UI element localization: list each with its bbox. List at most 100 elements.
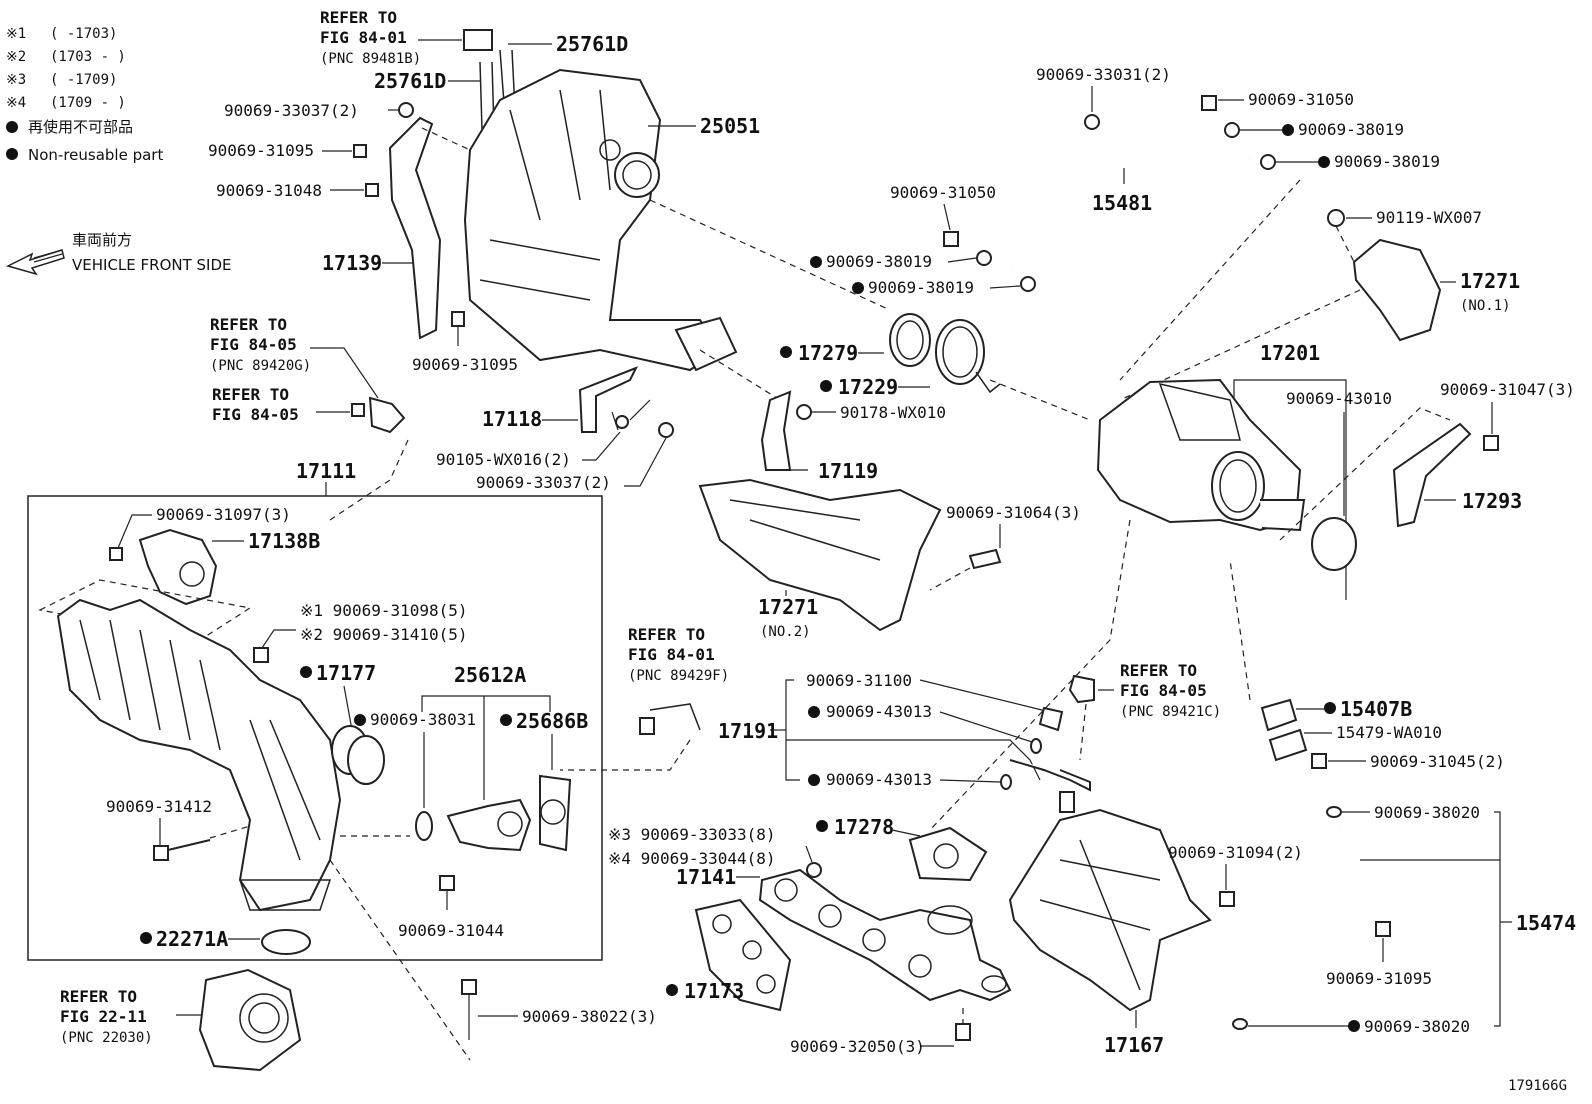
bolt-icon	[955, 1023, 971, 1041]
heat-insulator-17271-no1	[1352, 238, 1442, 342]
bracket-17119	[760, 390, 792, 471]
label-90069-38019-a: 90069-38019	[1298, 120, 1404, 139]
label-90069-31064: 90069-31064(3)	[946, 503, 1081, 522]
gasket-22271A	[261, 929, 311, 955]
ref-rr-line1: REFER TO	[1120, 661, 1197, 680]
non-reusable-dot-icon	[500, 714, 512, 726]
label-25761D-a: 25761D	[556, 32, 628, 56]
bolt-icon	[1311, 753, 1327, 769]
nut-icon	[976, 250, 992, 266]
legend-non-reusable-jp: 再使用不可部品	[28, 118, 133, 136]
label-22271A: 22271A	[156, 927, 228, 951]
label-17191: 17191	[718, 719, 778, 743]
non-reusable-dot-icon	[1348, 1020, 1360, 1032]
label-25612A: 25612A	[454, 663, 526, 687]
label-90069-31095-c: 90069-31095	[1326, 969, 1432, 988]
bolt-icon	[365, 183, 379, 197]
bolt-icon	[109, 547, 123, 561]
label-25051: 25051	[700, 114, 760, 138]
bracket-17118	[578, 366, 639, 433]
legend-variant-1-range: ( -1703)	[50, 26, 117, 42]
bolt-icon	[253, 647, 269, 663]
bolt-icon	[1375, 921, 1391, 937]
label-25686B: 25686B	[516, 709, 588, 733]
label-90069-33033: ※3 90069-33033(8)	[608, 825, 776, 844]
label-90069-31047: 90069-31047(3)	[1440, 380, 1575, 399]
label-90069-43013-a: 90069-43013	[826, 702, 932, 721]
legend-variant-2-mark: ※2	[6, 49, 26, 65]
bolt-icon	[153, 839, 211, 861]
label-90069-43013-b: 90069-43013	[826, 770, 932, 789]
group-box-17111	[27, 495, 603, 961]
non-reusable-dot-icon	[666, 984, 678, 996]
label-15407B: 15407B	[1340, 697, 1412, 721]
label-17201: 17201	[1260, 341, 1320, 365]
nut-icon	[806, 862, 822, 878]
bolt-icon	[1483, 435, 1499, 451]
non-reusable-dot-icon	[808, 774, 820, 786]
legend-variant-4-range: (1709 - )	[50, 95, 126, 111]
bolt-icon	[351, 403, 365, 417]
heat-insulator-17167	[1008, 808, 1212, 1012]
label-90069-33037-2: 90069-33037(2)	[224, 101, 359, 120]
label-90178-WX010: 90178-WX010	[840, 403, 946, 422]
ref-mid2-line1: REFER TO	[212, 385, 289, 404]
label-90069-31050-a: 90069-31050	[1248, 90, 1354, 109]
label-90069-33044: ※4 90069-33044(8)	[608, 849, 776, 868]
bolt-icon	[353, 144, 367, 158]
label-17167: 17167	[1104, 1033, 1164, 1057]
label-25761D-b: 25761D	[374, 69, 446, 93]
clamp-17229	[935, 319, 985, 385]
label-17279: 17279	[798, 341, 858, 365]
nut-icon	[658, 422, 674, 438]
direction-jp: 車両前方	[72, 231, 132, 249]
label-90069-31095-a: 90069-31095	[208, 141, 314, 160]
gasket-25686B	[539, 774, 572, 852]
sensor-89429F-icon	[649, 703, 701, 731]
bolt-icon	[796, 404, 812, 420]
label-90105-WX016: 90105-WX016(2)	[436, 450, 571, 469]
gasket-15407B	[1260, 698, 1298, 732]
exhaust-manifold-17141	[758, 868, 1012, 1002]
gasket-17278	[908, 826, 988, 882]
o-ring-43010	[1311, 517, 1357, 571]
non-reusable-dot-icon	[6, 121, 18, 133]
fitting-icon	[1038, 706, 1064, 732]
label-90069-31050-b: 90069-31050	[890, 183, 996, 202]
nut-icon	[1224, 122, 1240, 138]
direction-en: VEHICLE FRONT SIDE	[72, 256, 232, 274]
label-17293: 17293	[1462, 489, 1522, 513]
non-reusable-dot-icon	[1318, 156, 1330, 168]
ref-top-line1: REFER TO	[320, 8, 397, 27]
vacuum-hose-icon	[479, 49, 517, 131]
nut-icon	[1260, 154, 1276, 170]
label-15479-WA010: 15479-WA010	[1336, 723, 1442, 742]
label-90069-38020-b: 90069-38020	[1364, 1017, 1470, 1036]
ref-bot-line1: REFER TO	[60, 987, 137, 1006]
label-90069-38020-a: 90069-38020	[1374, 803, 1480, 822]
bolt-icon	[615, 415, 629, 429]
label-15474: 15474	[1516, 911, 1576, 935]
non-reusable-dot-icon	[300, 666, 312, 678]
catalytic-converter-25051	[463, 68, 722, 372]
label-17229: 17229	[838, 375, 898, 399]
label-90069-38031: 90069-38031	[370, 710, 476, 729]
bolt-icon	[451, 311, 465, 327]
bracket-17293	[1392, 422, 1472, 528]
non-reusable-dot-icon	[808, 706, 820, 718]
non-reusable-dot-icon	[140, 932, 152, 944]
gasket-icon	[1030, 738, 1042, 754]
flange-15479	[1268, 728, 1308, 762]
ref-r-line2: FIG 84-01	[628, 645, 715, 664]
egr-pipe-17191	[1009, 759, 1091, 792]
label-90069-32050: 90069-32050(3)	[790, 1037, 925, 1056]
ref-mid-line1: REFER TO	[210, 315, 287, 334]
non-reusable-dot-icon	[6, 148, 18, 160]
legend-variant-1-mark: ※1	[6, 26, 26, 42]
label-17177: 17177	[316, 661, 376, 685]
legend-non-reusable-en: Non-reusable part	[28, 146, 163, 164]
label-17118: 17118	[482, 407, 542, 431]
label-90069-38019-d: 90069-38019	[868, 278, 974, 297]
